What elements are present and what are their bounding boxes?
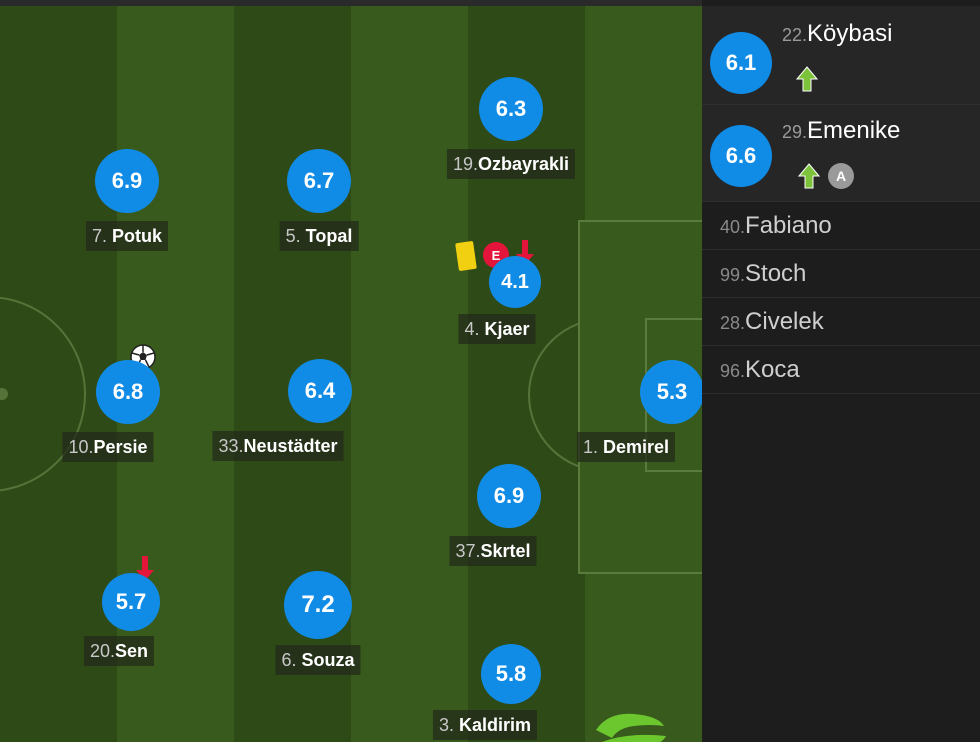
player-number: 10. [68,437,94,457]
player-name-label: 1. Demirel [576,432,676,462]
arrow-up-icon [796,66,818,92]
bench-row-civelek[interactable]: 28.Civelek [702,298,980,346]
bench-name-label: 40.Fabiano [720,212,832,240]
sub-rating: 6.1 [710,32,772,94]
player-name: Topal [305,226,353,246]
player-number: 5. [285,226,301,246]
player-rating: 4.1 [489,256,541,308]
player-number: 7. [91,226,107,246]
sub-number: 29. [782,122,808,142]
yellow-card-icon [455,240,477,272]
bench-name-label: 99.Stoch [720,260,806,288]
sub-name: Emenike [807,117,901,144]
player-name: Souza [301,650,355,670]
player-rating: 6.9 [477,464,541,528]
sub-row-emenike[interactable]: 6.6 29.Emenike A [702,105,980,202]
player-rating: 7.2 [284,571,352,639]
sub-name: Köybasi [807,20,893,47]
center-spot [0,388,8,400]
substitutes-panel: 6.1 22.Köybasi 6.6 29.Emenike A 40.Fabia… [702,0,980,742]
player-name: Neustädter [243,436,338,456]
player-number: 37. [455,541,481,561]
player-name: Kjaer [484,319,530,339]
bench-name: Stoch [745,260,807,287]
sub-number: 22. [782,25,808,45]
player-name-label: 4. Kjaer [458,314,536,344]
player-number: 20. [89,641,116,661]
player-name-label: 7. Potuk [85,221,169,251]
player-name-label: 19.Ozbayrakli [446,149,576,179]
player-number: 33. [218,436,244,456]
bench-number: 28. [720,313,746,333]
player-name: Skrtel [480,541,531,561]
bench-row-koca[interactable]: 96.Koca [702,346,980,394]
pitch-top-bar [0,0,702,6]
player-number: 1. [582,437,598,457]
bench-number: 99. [720,265,746,285]
player-name-label: 3. Kaldirim [432,710,538,740]
player-name-label: 5. Topal [279,221,359,251]
pitch: 6.3 19.Ozbayrakli 6.9 7. Potuk 6.7 5. To… [0,0,702,742]
player-name-label: 33.Neustädter [212,431,344,461]
player-name-label: 6. Souza [275,645,361,675]
assist-badge-icon: A [828,163,854,189]
player-number: 4. [464,319,480,339]
player-name: Sen [115,641,149,661]
player-rating: 5.7 [102,573,160,631]
bench-name: Koca [745,356,800,383]
player-number: 6. [281,650,297,670]
player-rating: 6.7 [287,149,351,213]
sub-name-label: 22.Köybasi [782,20,892,48]
player-name: Persie [93,437,148,457]
bench-row-fabiano[interactable]: 40.Fabiano [702,202,980,250]
player-rating: 6.3 [479,77,543,141]
player-name: Ozbayrakli [477,154,570,174]
bench-row-stoch[interactable]: 99.Stoch [702,250,980,298]
pitch-stripe [351,6,468,742]
player-number: 3. [438,715,454,735]
player-number: 19. [452,154,478,174]
arrow-up-icon [798,163,820,189]
player-name: Kaldirim [459,715,532,735]
bench-number: 40. [720,217,746,237]
player-name-label: 10.Persie [62,432,154,462]
player-rating: 6.9 [95,149,159,213]
sub-rating: 6.6 [710,125,772,187]
player-name-label: 37.Skrtel [449,536,537,566]
bench-name: Fabiano [745,212,832,239]
player-rating: 6.4 [288,359,352,423]
player-rating: 6.8 [96,360,160,424]
player-name-label: 20.Sen [83,636,155,666]
sub-name-label: 29.Emenike [782,117,900,145]
player-rating: 5.3 [640,360,702,424]
bench-number: 96. [720,361,746,381]
player-rating: 5.8 [481,644,541,704]
player-name: Demirel [602,437,670,457]
watermark-logo [596,713,666,742]
bench-name-label: 96.Koca [720,356,800,384]
bench-name-label: 28.Civelek [720,308,824,336]
player-name: Potuk [112,226,163,246]
bench-name: Civelek [745,308,824,335]
sub-row-koybasi[interactable]: 6.1 22.Köybasi [702,6,980,105]
